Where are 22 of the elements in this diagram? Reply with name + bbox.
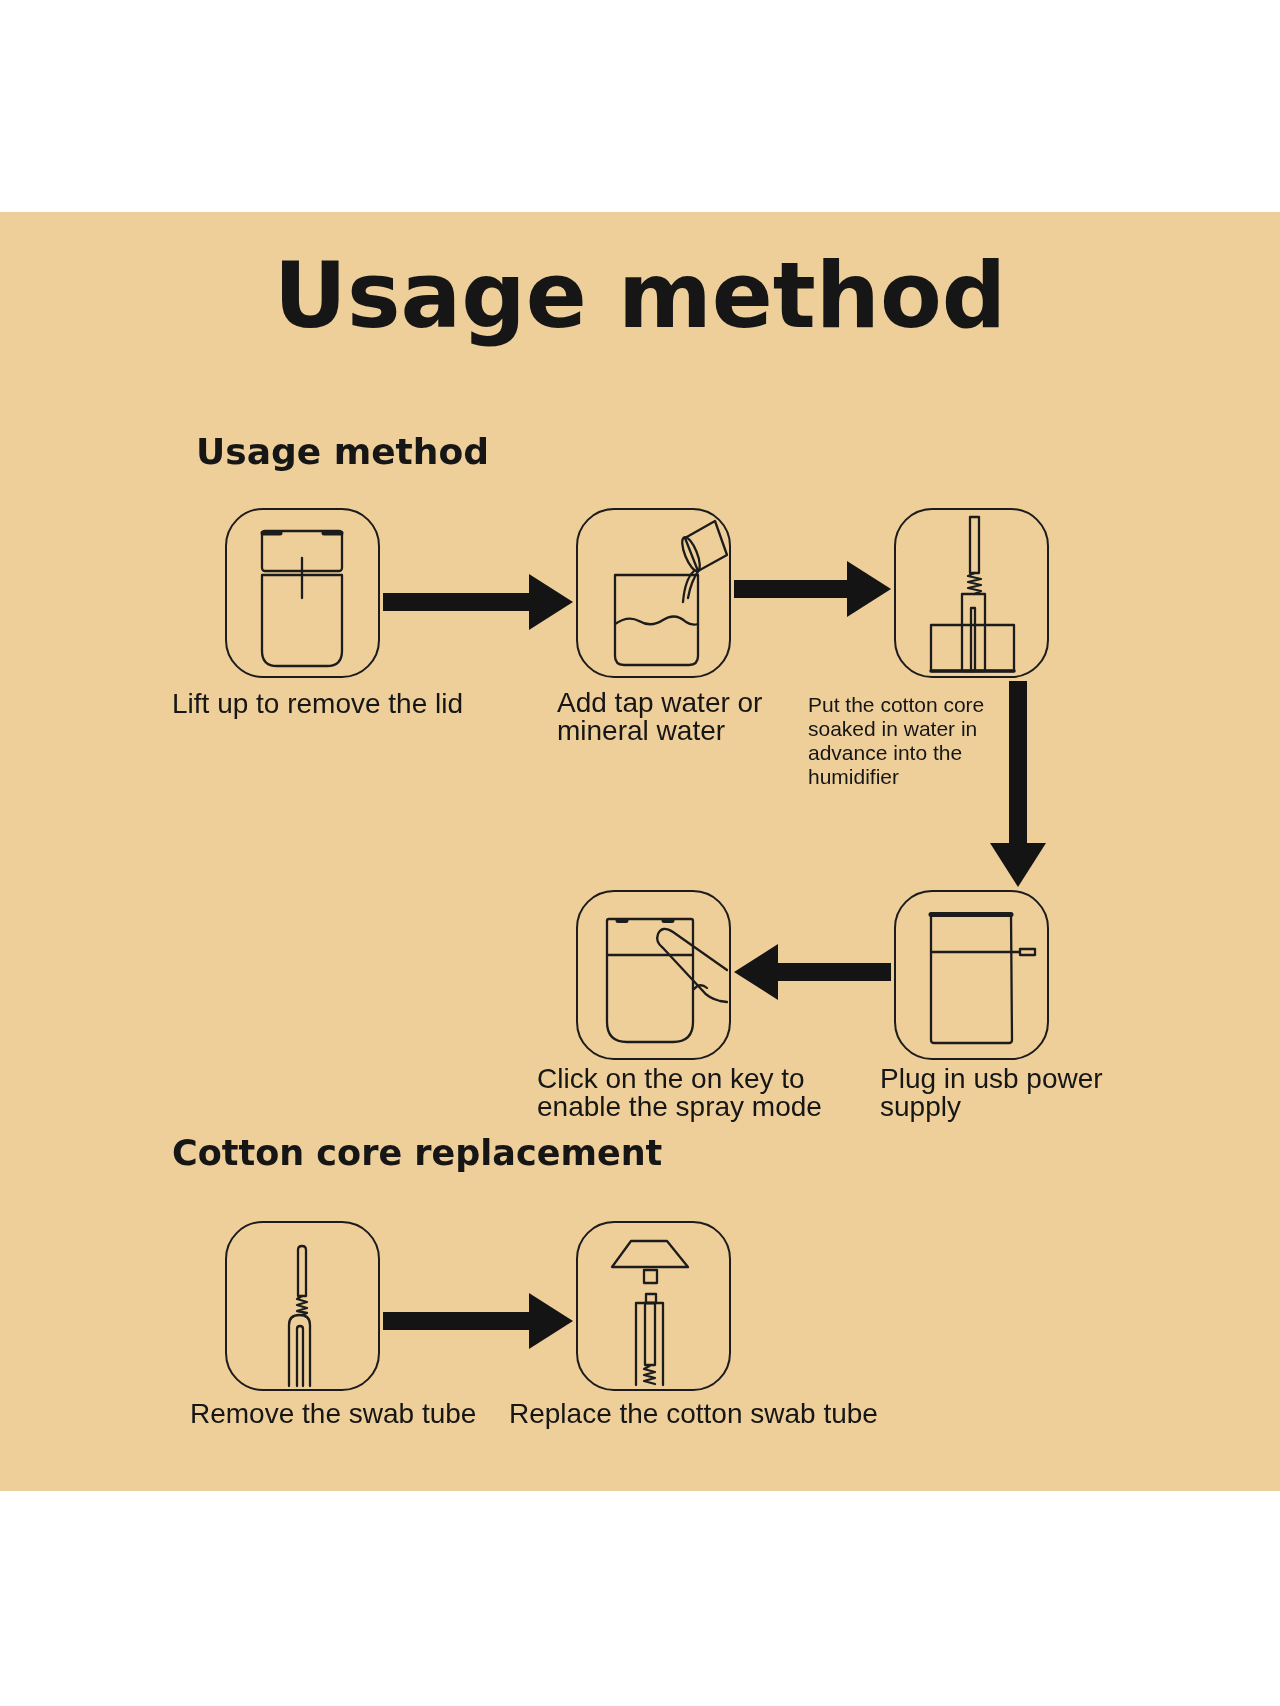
section-heading: Cotton core replacement xyxy=(172,1132,663,1174)
step-box xyxy=(225,1221,380,1391)
arrow xyxy=(383,1293,573,1349)
step-box xyxy=(576,1221,731,1391)
arrow xyxy=(990,681,1046,887)
step-box xyxy=(576,890,731,1060)
section-heading: Usage method xyxy=(196,430,489,474)
step-box xyxy=(225,508,380,678)
step-box xyxy=(576,508,731,678)
arrow xyxy=(383,574,573,630)
step-caption: Click on the on key to enable the spray mode xyxy=(537,1065,823,1121)
step-caption: Replace the cotton swab tube xyxy=(509,1400,879,1428)
step-caption: Plug in usb power supply xyxy=(880,1065,1104,1121)
title: Usage method xyxy=(273,246,1007,345)
step-caption: Remove the swab tube xyxy=(190,1400,478,1428)
step-box xyxy=(894,890,1049,1060)
step-caption: Put the cotton core soaked in water in advance into the humidifier xyxy=(808,693,986,789)
arrow xyxy=(734,944,891,1000)
step-caption: Lift up to remove the lid xyxy=(172,690,465,718)
step-caption: Add tap water or mineral water xyxy=(557,689,764,745)
step-box xyxy=(894,508,1049,678)
arrow xyxy=(734,561,891,617)
